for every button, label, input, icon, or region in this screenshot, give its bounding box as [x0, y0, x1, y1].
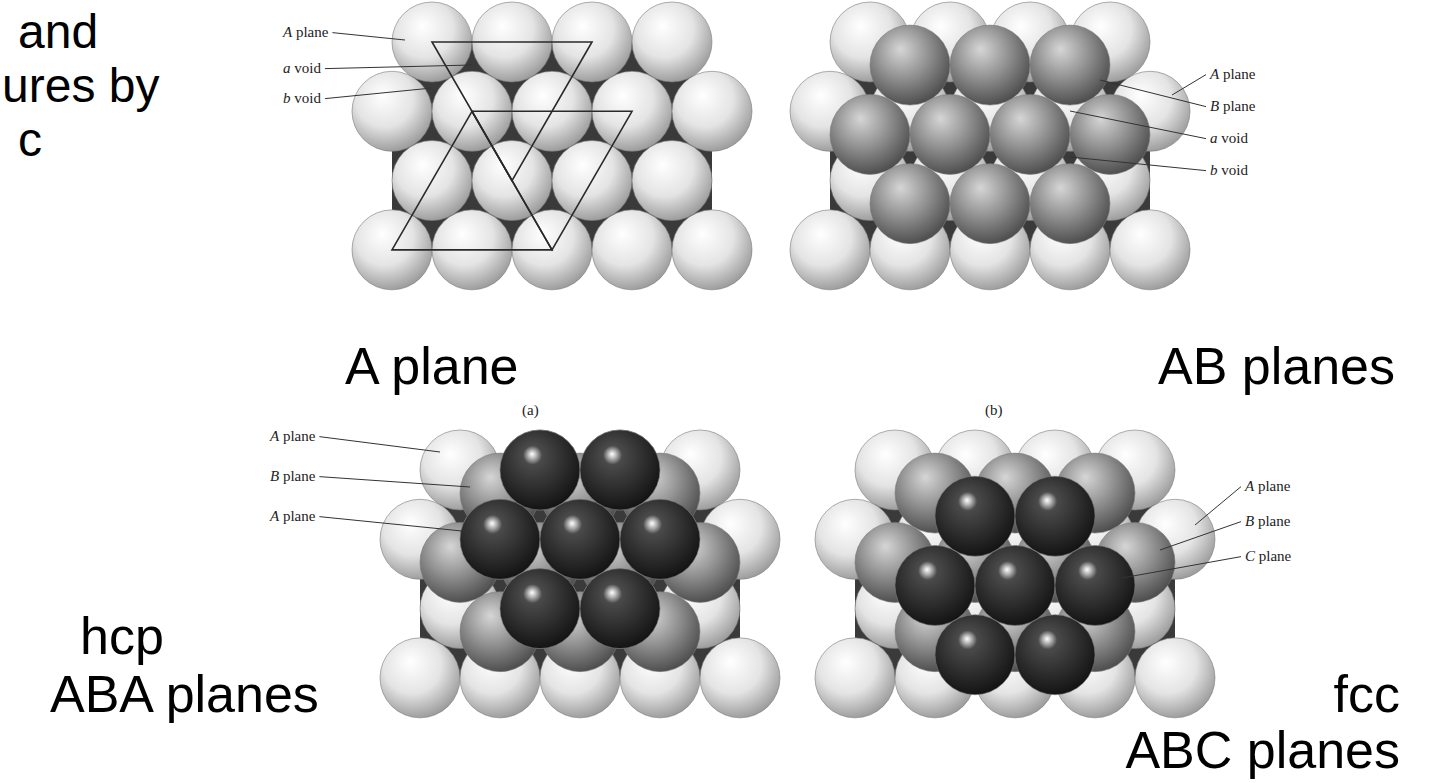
packing-panel: [815, 430, 1215, 718]
plane-label: A plane: [1210, 66, 1255, 83]
void-label: a void: [1210, 130, 1248, 147]
sphere-layer: [380, 430, 780, 718]
b-layer-sphere: [830, 94, 910, 174]
plane-label: A plane: [270, 428, 315, 445]
leader-line: [1100, 80, 1206, 107]
leader-line: [325, 88, 432, 99]
c-layer-sphere: [895, 545, 975, 625]
leader-line: [319, 477, 470, 487]
void-triangle: [472, 111, 632, 250]
b-layer-sphere: [1030, 25, 1110, 105]
structure-name: ABA planes: [50, 668, 319, 720]
plane-label: B plane: [1245, 513, 1290, 530]
structure-name: AB planes: [1158, 340, 1395, 392]
a-layer-sphere: [580, 569, 660, 649]
top-a-layer-sphere: [500, 430, 580, 510]
a-layer-sphere: [672, 71, 752, 151]
sphere-layer: [352, 2, 752, 290]
sphere-layer: [895, 476, 1135, 695]
a-layer-sphere: [380, 638, 460, 718]
slide-text: c: [18, 116, 42, 164]
b-layer-sphere: [870, 25, 950, 105]
sphere-layer: [830, 25, 1150, 244]
a-layer-sphere: [500, 569, 580, 649]
a-layer-sphere: [790, 210, 870, 290]
a-layer-sphere: [540, 499, 620, 579]
leader-line: [319, 517, 472, 532]
top-a-layer-sphere: [460, 499, 540, 579]
a-layer-sphere: [1110, 210, 1190, 290]
plane-label: A plane: [270, 508, 315, 525]
c-layer-sphere: [975, 545, 1055, 625]
leader-line: [1195, 487, 1241, 525]
structure-name: fcc: [1334, 668, 1400, 720]
c-layer-sphere: [1055, 545, 1135, 625]
b-layer-sphere: [1070, 94, 1150, 174]
leader-line: [1160, 522, 1241, 550]
c-layer-sphere: [935, 476, 1015, 556]
packing-panel: [380, 430, 780, 718]
a-layer-sphere: [815, 638, 895, 718]
top-a-layer-sphere: [540, 499, 620, 579]
plane-label: C plane: [1245, 548, 1291, 565]
leader-line: [1122, 557, 1241, 578]
a-layer-sphere: [580, 430, 660, 510]
a-layer-sphere: [632, 2, 712, 82]
structure-name: hcp: [80, 610, 164, 662]
a-layer-sphere: [700, 638, 780, 718]
plane-label: B plane: [1210, 98, 1255, 115]
sphere-layer: [790, 2, 1190, 290]
structure-name: A plane: [345, 340, 519, 392]
leader-line: [1070, 111, 1206, 139]
a-layer-sphere: [672, 210, 752, 290]
leader-lines: [319, 33, 1241, 578]
leader-line: [325, 65, 472, 69]
a-layer-sphere: [352, 71, 432, 151]
b-layer-sphere: [990, 94, 1070, 174]
sphere-layer: [460, 430, 700, 649]
packing-panel: [790, 2, 1190, 290]
void-triangle: [392, 111, 552, 250]
top-a-layer-sphere: [500, 569, 580, 649]
leader-line: [1172, 75, 1206, 95]
panel-letter: (b): [985, 402, 1003, 419]
a-layer-sphere: [592, 210, 672, 290]
plane-label: A plane: [1245, 478, 1290, 495]
leader-line: [1070, 157, 1206, 171]
a-layer-sphere: [1135, 638, 1215, 718]
leader-line: [332, 33, 405, 40]
sphere-layer: [855, 453, 1175, 672]
plane-label: B plane: [270, 468, 315, 485]
void-label: b void: [1210, 162, 1248, 179]
top-a-layer-sphere: [620, 499, 700, 579]
sphere-layer: [815, 430, 1215, 718]
b-layer-sphere: [870, 164, 950, 244]
c-layer-sphere: [935, 615, 1015, 695]
slide-text: and: [18, 8, 98, 56]
b-layer-sphere: [1030, 164, 1110, 244]
panel-letter: (a): [522, 402, 539, 419]
void-label: b void: [283, 90, 321, 107]
a-layer-sphere: [460, 499, 540, 579]
plane-label: A plane: [283, 24, 328, 41]
a-layer-sphere: [620, 499, 700, 579]
b-layer-sphere: [950, 25, 1030, 105]
b-layer-sphere: [950, 164, 1030, 244]
void-label: a void: [283, 60, 321, 77]
top-a-layer-sphere: [580, 569, 660, 649]
sphere-layer: [420, 453, 740, 672]
a-layer-sphere: [500, 430, 580, 510]
c-layer-sphere: [1015, 615, 1095, 695]
structure-name: ABC planes: [1125, 724, 1400, 776]
packing-panel: [352, 2, 752, 290]
slide-text: ures by: [2, 62, 159, 110]
c-layer-sphere: [1015, 476, 1095, 556]
void-triangles: [392, 42, 632, 250]
a-layer-sphere: [632, 141, 712, 221]
top-a-layer-sphere: [580, 430, 660, 510]
leader-line: [319, 437, 440, 452]
b-layer-sphere: [910, 94, 990, 174]
